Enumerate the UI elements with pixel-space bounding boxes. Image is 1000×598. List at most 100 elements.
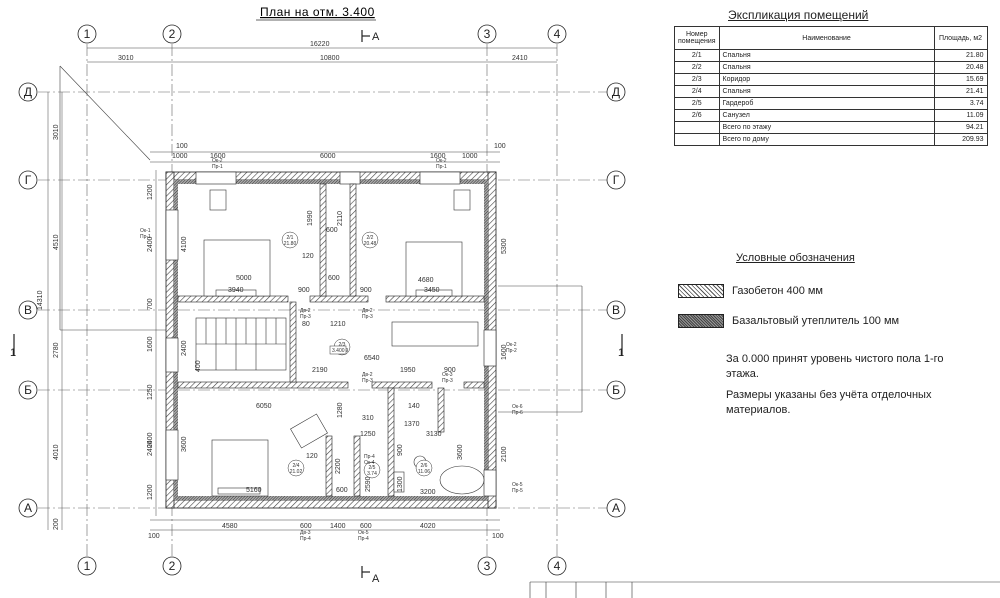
axis-label-v-right: В — [612, 303, 620, 317]
dim-bottom-left: 4580 — [222, 523, 238, 530]
dim-left-g7: 1200 — [147, 484, 154, 500]
axis-label-2-top: 2 — [169, 27, 176, 41]
dimension-lines-bottom — [150, 519, 500, 531]
svg-text:Пр-4: Пр-4 — [358, 536, 369, 542]
axis-label-4-bottom: 4 — [554, 559, 561, 573]
svg-text:6050: 6050 — [256, 403, 272, 410]
dim-left-a: 3010 — [53, 124, 60, 140]
dim-left-g6: 2400 — [147, 432, 154, 448]
legend-item: Базальтовый утеплитель 100 мм — [678, 314, 899, 328]
svg-text:Дв-2: Дв-2 — [362, 308, 373, 314]
svg-text:3130: 3130 — [426, 431, 442, 438]
legend-label: Базальтовый утеплитель 100 мм — [732, 315, 900, 327]
legend-label: Газобетон 400 мм — [732, 285, 823, 297]
svg-text:5000: 5000 — [236, 275, 252, 282]
axis-label-1-bottom: 1 — [84, 559, 91, 573]
svg-text:3600: 3600 — [181, 436, 188, 452]
room-tag-area: 21.80 — [284, 241, 297, 247]
room-tag-num: 2/3 — [339, 342, 346, 348]
svg-text:600: 600 — [336, 487, 348, 494]
col-header-area: Площадь, м2 — [933, 26, 988, 50]
dim-top-s4: 100 — [494, 143, 506, 150]
section-label-bottom: А — [372, 573, 380, 585]
note-level: За 0.000 принят уровень чистого пола 1-г… — [726, 353, 944, 380]
svg-text:Ок-3: Ок-3 — [442, 372, 453, 378]
axis-label-1-top: 1 — [84, 27, 91, 41]
svg-text:3450: 3450 — [424, 287, 440, 294]
dim-left-e: 200 — [53, 518, 60, 530]
dim-top-window2: 1600 — [430, 153, 446, 160]
section-mark-top — [13, 30, 623, 578]
axis-label-v-left: В — [24, 303, 32, 317]
dimension-lines-left — [47, 92, 157, 530]
svg-text:120: 120 — [302, 253, 314, 260]
room-tag-num: 2/6 — [421, 463, 428, 469]
col-header-name: Наименование — [718, 26, 935, 50]
svg-text:2190: 2190 — [312, 367, 328, 374]
legend-title: Условные обозначения — [736, 252, 855, 264]
svg-text:Ок-2: Ок-2 — [212, 158, 223, 164]
svg-text:2590: 2590 — [365, 476, 372, 492]
dim-left-g3: 700 — [147, 298, 154, 310]
dim-left-b: 4510 — [53, 234, 60, 250]
svg-text:Пр-4: Пр-4 — [300, 536, 311, 542]
roof-outline — [59, 65, 583, 413]
svg-text:Ок-1: Ок-1 — [140, 228, 151, 234]
svg-text:400: 400 — [195, 360, 202, 372]
svg-text:80: 80 — [302, 321, 310, 328]
dim-top-s1: 100 — [176, 143, 188, 150]
furniture — [203, 189, 485, 497]
axis-label-2-bottom: 2 — [169, 559, 176, 573]
svg-text:Дв-2: Дв-2 — [300, 308, 311, 314]
dim-top-left: 3010 — [118, 55, 134, 62]
svg-text:6540: 6540 — [364, 355, 380, 362]
svg-text:Ок-4: Ок-4 — [364, 460, 375, 466]
section-label-top: А — [372, 31, 380, 43]
explication-table: Номер помещения Наименование Площадь, м2… — [674, 26, 988, 146]
svg-text:1950: 1950 — [400, 367, 416, 374]
svg-text:Пр-1: Пр-1 — [140, 234, 151, 240]
svg-text:310: 310 — [362, 415, 374, 422]
svg-text:3940: 3940 — [228, 287, 244, 294]
note-dimensions: Размеры указаны без учёта отделочных мат… — [726, 389, 932, 416]
svg-text:4100: 4100 — [181, 236, 188, 252]
room-tag-area: 3.74 — [367, 471, 377, 477]
plan-title: План на отм. 3.400 — [260, 5, 375, 19]
svg-text:900: 900 — [298, 287, 310, 294]
svg-text:5300: 5300 — [501, 238, 508, 254]
dim-left-total: 14310 — [37, 290, 44, 310]
svg-text:Пр-5: Пр-5 — [512, 488, 523, 494]
room-tag-num: 2/2 — [367, 235, 374, 241]
dim-bottom-door: 600 — [300, 523, 312, 530]
svg-text:1210: 1210 — [330, 321, 346, 328]
axis-label-a-right: А — [612, 501, 620, 515]
section-label-right: 1 — [618, 347, 624, 359]
axis-label-3-bottom: 3 — [484, 559, 491, 573]
dim-left-g1: 1200 — [147, 184, 154, 200]
dim-top-overall: 16220 — [310, 41, 330, 48]
axis-label-a-left: А — [24, 501, 32, 515]
svg-text:3600: 3600 — [457, 444, 464, 460]
windows — [165, 171, 497, 497]
svg-text:140: 140 — [408, 403, 420, 410]
svg-text:1600: 1600 — [501, 344, 508, 360]
interior-walls — [177, 183, 485, 497]
dim-left-d: 4010 — [53, 444, 60, 460]
staircase — [195, 317, 287, 371]
dim-top-s2: 1000 — [172, 153, 188, 160]
svg-text:900: 900 — [397, 444, 404, 456]
room-tag-num: 2/4 — [293, 463, 300, 469]
room-tag-area: 21.02 — [290, 469, 303, 475]
svg-text:Ок-2: Ок-2 — [506, 342, 517, 348]
svg-text:1370: 1370 — [404, 421, 420, 428]
svg-text:1300: 1300 — [397, 476, 404, 492]
axis-label-g-right: Г — [613, 173, 620, 187]
dim-bottom-mid: 1400 — [330, 523, 346, 530]
axis-label-b-right: Б — [612, 383, 620, 397]
